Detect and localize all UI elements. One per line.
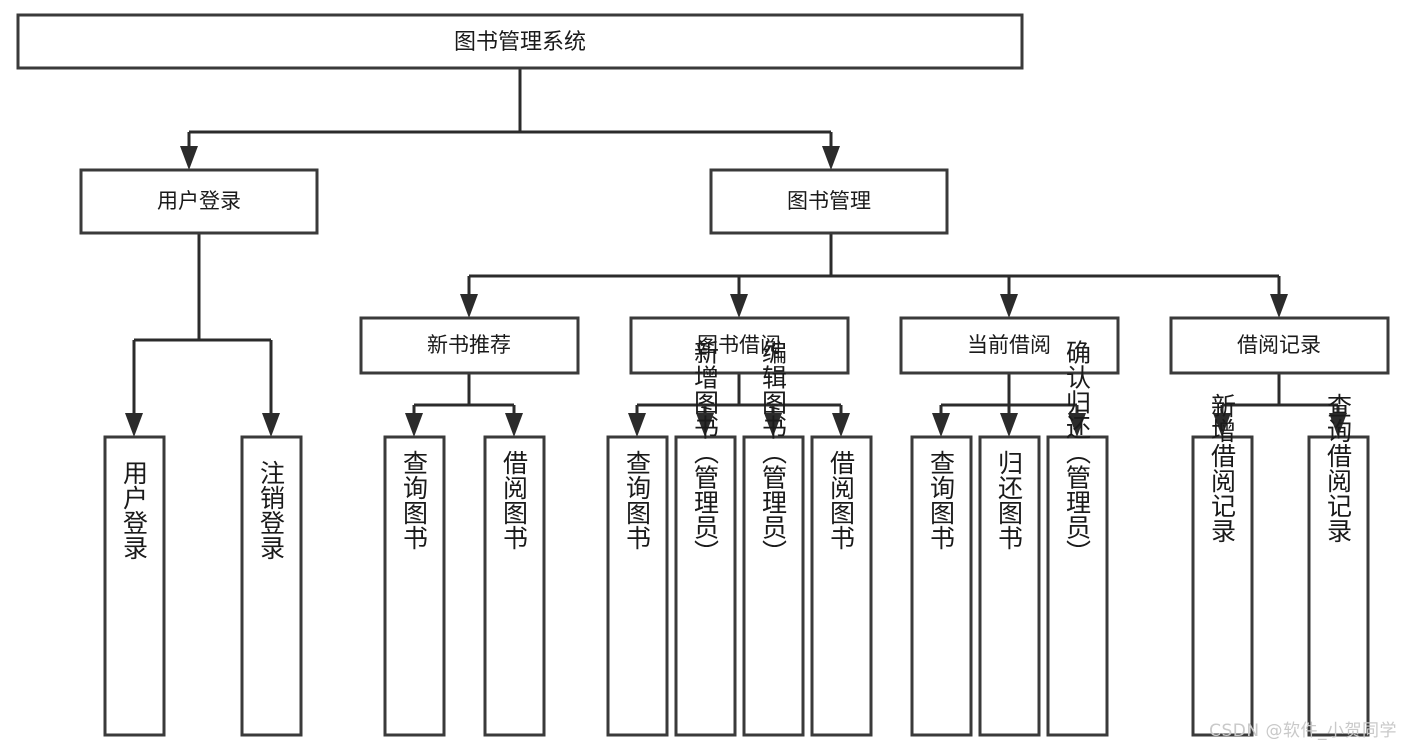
node-user-login-box[interactable] — [79, 168, 319, 235]
leaf-cur-confirm-return-label: 确认归还（管理员） — [1063, 340, 1092, 565]
leaf-rec-query-book-label: 查询图书 — [400, 450, 429, 550]
leaf-borrow-edit-book-label: 编辑图书（管理员） — [759, 340, 788, 565]
leaf-borrow-query-book[interactable]: 查询图书 — [606, 435, 669, 737]
leaf-rec-add-record-label: 新增借阅记录 — [1208, 393, 1237, 543]
node-borrow-record-label: 借阅记录 — [1237, 333, 1321, 357]
node-user-login-label: 用户登录 — [157, 189, 241, 213]
leaf-borrow-add-book-box[interactable] — [674, 435, 737, 737]
leaf-cur-query-book-label: 查询图书 — [927, 450, 956, 550]
leaf-borrow-borrow-book-label: 借阅图书 — [827, 450, 856, 550]
leaf-logout-user-box[interactable] — [240, 435, 303, 737]
leaf-rec-borrow-book-box[interactable] — [483, 435, 546, 737]
leaf-rec-query-record-box[interactable] — [1307, 435, 1370, 737]
leaf-login-user-box[interactable] — [103, 435, 166, 737]
leaf-login-user[interactable]: 用户登录 — [103, 435, 166, 737]
leaf-borrow-borrow-book[interactable]: 借阅图书 — [810, 435, 873, 737]
connector-group-user-login — [125, 233, 280, 437]
node-book-borrow-label: 图书借阅 — [697, 333, 781, 357]
arrowhead-user-login — [180, 146, 198, 170]
arrowhead-book-manage — [822, 146, 840, 170]
arrowhead-borrow-borrow-book — [832, 413, 850, 437]
leaf-rec-query-book[interactable]: 查询图书 — [383, 435, 446, 737]
node-root-box[interactable] — [16, 13, 1024, 70]
arrowhead-logout-user — [262, 413, 280, 437]
leaf-rec-add-record-box[interactable] — [1191, 435, 1254, 737]
connector-group-current-borrow — [932, 373, 1086, 437]
leaf-borrow-borrow-book-box[interactable] — [810, 435, 873, 737]
arrowhead-new-book-rec — [460, 294, 478, 318]
leaf-logout-user-label: 注销登录 — [257, 460, 286, 560]
leaf-borrow-query-book-box[interactable] — [606, 435, 669, 737]
node-book-manage-label: 图书管理 — [787, 189, 871, 213]
arrowhead-borrow-edit-book — [764, 413, 782, 437]
leaf-rec-borrow-book[interactable]: 借阅图书 — [483, 435, 546, 737]
node-book-borrow-box[interactable] — [629, 316, 850, 375]
arrowhead-rec-borrow-book — [505, 413, 523, 437]
connector-group-book-borrow — [628, 373, 850, 437]
node-current-borrow-label: 当前借阅 — [967, 333, 1051, 357]
node-root[interactable]: 图书管理系统 — [16, 13, 1024, 70]
leaf-cur-return-book[interactable]: 归还图书 — [978, 435, 1041, 737]
arrowhead-rec-query-book — [405, 413, 423, 437]
arrowhead-book-borrow — [730, 294, 748, 318]
node-borrow-record-box[interactable] — [1169, 316, 1390, 375]
node-book-manage[interactable]: 图书管理 — [709, 168, 949, 235]
csdn-watermark: CSDN @软件_小贺同学 — [1209, 721, 1397, 741]
leaf-cur-confirm-return[interactable]: 确认归还（管理员） — [1046, 340, 1109, 737]
arrowhead-rec-add-record — [1213, 413, 1231, 437]
node-new-book-rec-box[interactable] — [359, 316, 580, 375]
arrowhead-borrow-record — [1270, 294, 1288, 318]
leaf-borrow-edit-book[interactable]: 编辑图书（管理员） — [742, 340, 805, 737]
leaf-borrow-edit-book-box[interactable] — [742, 435, 805, 737]
arrowhead-rec-query-record — [1329, 413, 1347, 437]
arrowhead-current-borrow — [1000, 294, 1018, 318]
node-book-borrow[interactable]: 图书借阅 — [629, 316, 850, 375]
node-new-book-rec-label: 新书推荐 — [427, 333, 511, 357]
node-root-label: 图书管理系统 — [454, 30, 586, 55]
leaf-rec-borrow-book-label: 借阅图书 — [500, 450, 529, 550]
leaf-login-user-label: 用户登录 — [120, 460, 149, 560]
node-current-borrow[interactable]: 当前借阅 — [899, 316, 1120, 375]
arrowhead-borrow-query-book — [628, 413, 646, 437]
leaf-cur-return-book-box[interactable] — [978, 435, 1041, 737]
leaf-logout-user[interactable]: 注销登录 — [240, 435, 303, 737]
leaf-rec-query-record-label: 查询借阅记录 — [1324, 393, 1353, 543]
node-current-borrow-box[interactable] — [899, 316, 1120, 375]
leaf-rec-query-book-box[interactable] — [383, 435, 446, 737]
leaf-rec-query-record[interactable]: 查询借阅记录 — [1307, 393, 1370, 737]
connector-group-root — [180, 68, 840, 170]
arrowhead-cur-return-book — [1000, 413, 1018, 437]
leaf-rec-add-record[interactable]: 新增借阅记录 — [1191, 393, 1254, 737]
leaf-cur-query-book[interactable]: 查询图书 — [910, 435, 973, 737]
node-new-book-rec[interactable]: 新书推荐 — [359, 316, 580, 375]
connector-group-book-manage — [460, 233, 1288, 318]
connector-group-new-book-rec — [405, 373, 523, 437]
connector-group-borrow-record — [1213, 373, 1347, 437]
leaf-cur-query-book-box[interactable] — [910, 435, 973, 737]
arrowhead-cur-query-book — [932, 413, 950, 437]
arrowhead-borrow-add-book — [696, 413, 714, 437]
leaf-borrow-query-book-label: 查询图书 — [623, 450, 652, 550]
leaf-cur-return-book-label: 归还图书 — [995, 450, 1024, 550]
arrowhead-cur-confirm-return — [1068, 413, 1086, 437]
arrowhead-login-user — [125, 413, 143, 437]
leaf-cur-confirm-return-box[interactable] — [1046, 435, 1109, 737]
node-user-login[interactable]: 用户登录 — [79, 168, 319, 235]
leaf-borrow-add-book[interactable]: 新增图书（管理员） — [674, 340, 737, 737]
node-borrow-record[interactable]: 借阅记录 — [1169, 316, 1390, 375]
node-book-manage-box[interactable] — [709, 168, 949, 235]
leaf-borrow-add-book-label: 新增图书（管理员） — [691, 340, 720, 565]
